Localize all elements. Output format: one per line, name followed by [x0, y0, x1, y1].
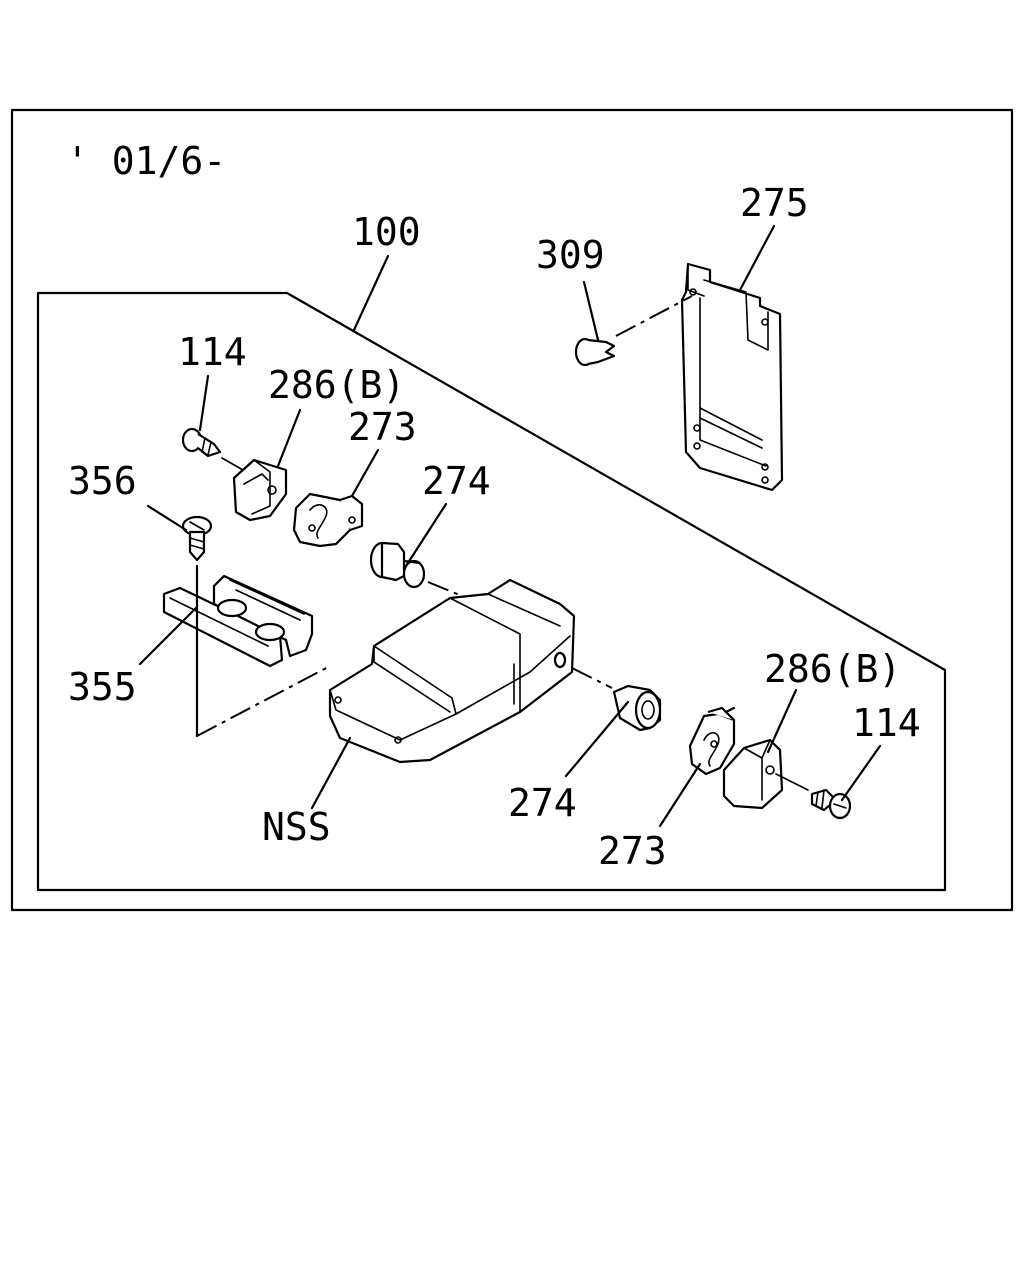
cover-286b-upper-drawing	[232, 458, 288, 522]
leader-275	[738, 224, 776, 292]
callout-356: 356	[68, 459, 137, 503]
leader-114-lower	[840, 744, 882, 802]
assembly-boundary	[36, 291, 947, 892]
callout-286b-upper: 286(B)	[268, 363, 405, 407]
callout-286b-lower: 286(B)	[764, 647, 901, 691]
leader-286b-upper	[276, 408, 302, 468]
screw-114-lower-drawing	[775, 773, 852, 820]
console-body-nss-drawing	[328, 578, 576, 764]
leader-274-upper	[404, 502, 448, 568]
outer-frame	[10, 108, 1014, 912]
callout-274-upper: 274	[422, 459, 491, 503]
callout-274-lower: 274	[508, 781, 577, 825]
callout-nss: NSS	[262, 805, 331, 849]
callout-355: 355	[68, 665, 137, 709]
bracket-275-drawing	[680, 262, 784, 492]
clip-309-drawing	[574, 295, 693, 367]
callout-275: 275	[740, 181, 809, 225]
callout-273-upper: 273	[348, 405, 417, 449]
cup-holder-355-drawing	[162, 574, 314, 668]
leader-274-lower	[564, 700, 630, 778]
leader-286b-lower	[766, 688, 798, 754]
leader-309	[582, 280, 600, 342]
callout-114-lower: 114	[852, 701, 921, 745]
leader-273-lower	[658, 762, 702, 828]
leader-355	[138, 606, 198, 666]
bushing-274-upper-drawing	[369, 541, 463, 597]
screw-356-drawing	[181, 515, 213, 584]
callout-114-upper: 114	[178, 330, 247, 374]
callout-273-lower: 273	[598, 829, 667, 873]
cover-286b-lower-drawing	[722, 738, 784, 810]
leader-114-upper	[198, 374, 210, 432]
leader-356	[146, 504, 188, 532]
leader-273-upper	[350, 448, 380, 498]
bushing-274-lower-drawing	[612, 684, 662, 732]
callout-309: 309	[536, 233, 605, 277]
hinge-273-upper-drawing	[292, 492, 364, 548]
screw-114-upper-drawing	[181, 427, 251, 475]
leader-nss	[310, 736, 352, 810]
callout-100: 100	[352, 210, 421, 254]
date-code: ' 01/6-	[66, 139, 226, 183]
leader-100	[352, 254, 390, 332]
hinge-273-lower-drawing	[688, 706, 736, 776]
